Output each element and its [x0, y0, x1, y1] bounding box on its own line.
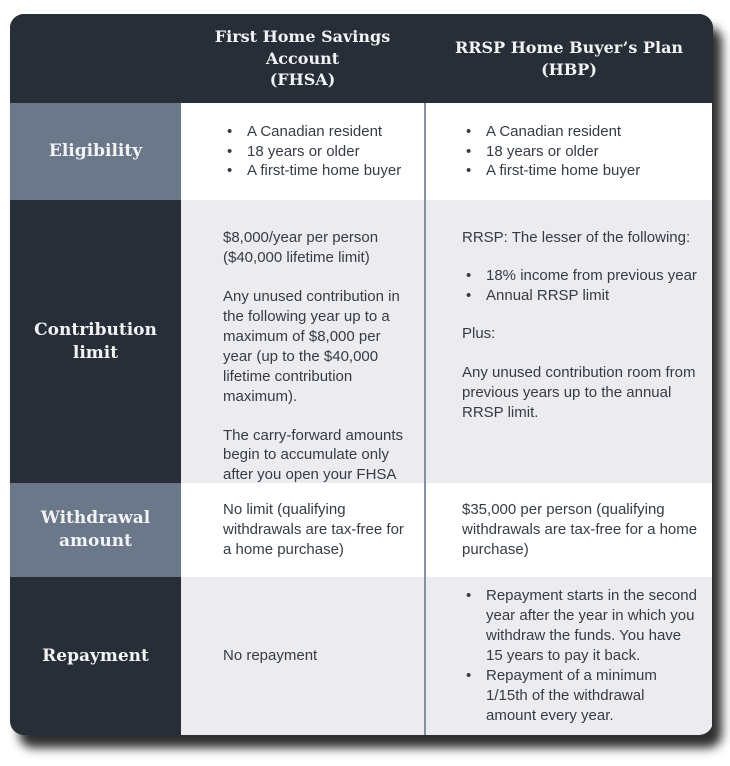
eligibility-hbp-list: A Canadian resident 18 years or older A … [462, 122, 698, 182]
eligibility-hbp-cell: A Canadian resident 18 years or older A … [426, 103, 712, 200]
header-spacer [10, 14, 181, 103]
list-item: A Canadian resident [462, 122, 698, 142]
list-item: Repayment of a minimum 1/15th of the wit… [462, 666, 698, 726]
comparison-table-card: First Home Savings Account (FHSA) RRSP H… [10, 14, 713, 735]
withdrawal-hbp-cell: $35,000 per person (qualifying withdrawa… [426, 483, 712, 577]
repayment-hbp-cell: Repayment starts in the second year afte… [426, 577, 712, 735]
column-divider [424, 483, 426, 577]
list-item: Annual RRSP limit [462, 286, 698, 306]
list-item: 18 years or older [223, 142, 406, 162]
table-row-withdrawal-amount: Withdrawal amount No limit (qualifying w… [10, 483, 713, 577]
contribution-hbp-list: 18% income from previous year Annual RRS… [462, 266, 698, 306]
column-divider [424, 200, 426, 483]
paragraph: No limit (qualifying withdrawals are tax… [223, 501, 404, 558]
column-divider [424, 103, 426, 200]
table-row-eligibility: Eligibility A Canadian resident 18 years… [10, 103, 713, 200]
paragraph: No repayment [223, 647, 318, 665]
fhsa-title: First Home Savings Account [214, 27, 391, 68]
column-divider [424, 577, 426, 735]
list-item: 18 years or older [462, 142, 698, 162]
paragraph: Any unused contribution in the following… [223, 287, 400, 405]
table-header-row: First Home Savings Account (FHSA) RRSP H… [10, 14, 713, 103]
table-row-contribution-limit: Contribution limit $8,000/year per perso… [10, 200, 713, 483]
list-item: Repayment starts in the second year afte… [462, 586, 698, 666]
table-row-repayment: Repayment No repayment Repayment starts … [10, 577, 713, 735]
repayment-hbp-list: Repayment starts in the second year afte… [462, 586, 698, 726]
paragraph: The carry-forward amounts begin to accum… [223, 426, 404, 484]
contribution-hbp-cell: RRSP: The lesser of the following: 18% i… [426, 200, 712, 483]
list-item: 18% income from previous year [462, 266, 698, 286]
paragraph: Plus: [462, 324, 496, 342]
column-header-hbp: RRSP Home Buyer’s Plan (HBP) [426, 14, 712, 103]
row-label-contribution-limit: Contribution limit [34, 319, 157, 363]
withdrawal-fhsa-cell: No limit (qualifying withdrawals are tax… [181, 483, 424, 577]
hbp-title: RRSP Home Buyer’s Plan [454, 37, 684, 57]
row-label-repayment: Repayment [42, 645, 149, 666]
row-label-eligibility: Eligibility [10, 103, 181, 200]
paragraph: $8,000/year per person ($40,000 lifetime… [223, 229, 379, 266]
contribution-fhsa-cell: $8,000/year per person ($40,000 lifetime… [181, 200, 424, 483]
list-item: A first-time home buyer [223, 161, 406, 181]
fhsa-abbr: (FHSA) [269, 70, 336, 90]
eligibility-fhsa-list: A Canadian resident 18 years or older A … [223, 122, 406, 182]
paragraph: RRSP: The lesser of the following: [462, 229, 691, 246]
paragraph: $35,000 per person (qualifying withdrawa… [462, 501, 698, 558]
list-item: A first-time home buyer [462, 161, 698, 181]
paragraph: Any unused contribution room from previo… [462, 363, 696, 421]
list-item: A Canadian resident [223, 122, 406, 142]
row-label-withdrawal-amount: Withdrawal amount [10, 483, 181, 577]
hbp-abbr: (HBP) [541, 59, 597, 79]
column-header-fhsa: First Home Savings Account (FHSA) [181, 14, 424, 103]
repayment-fhsa-cell: No repayment [181, 577, 424, 735]
eligibility-fhsa-cell: A Canadian resident 18 years or older A … [181, 103, 424, 200]
